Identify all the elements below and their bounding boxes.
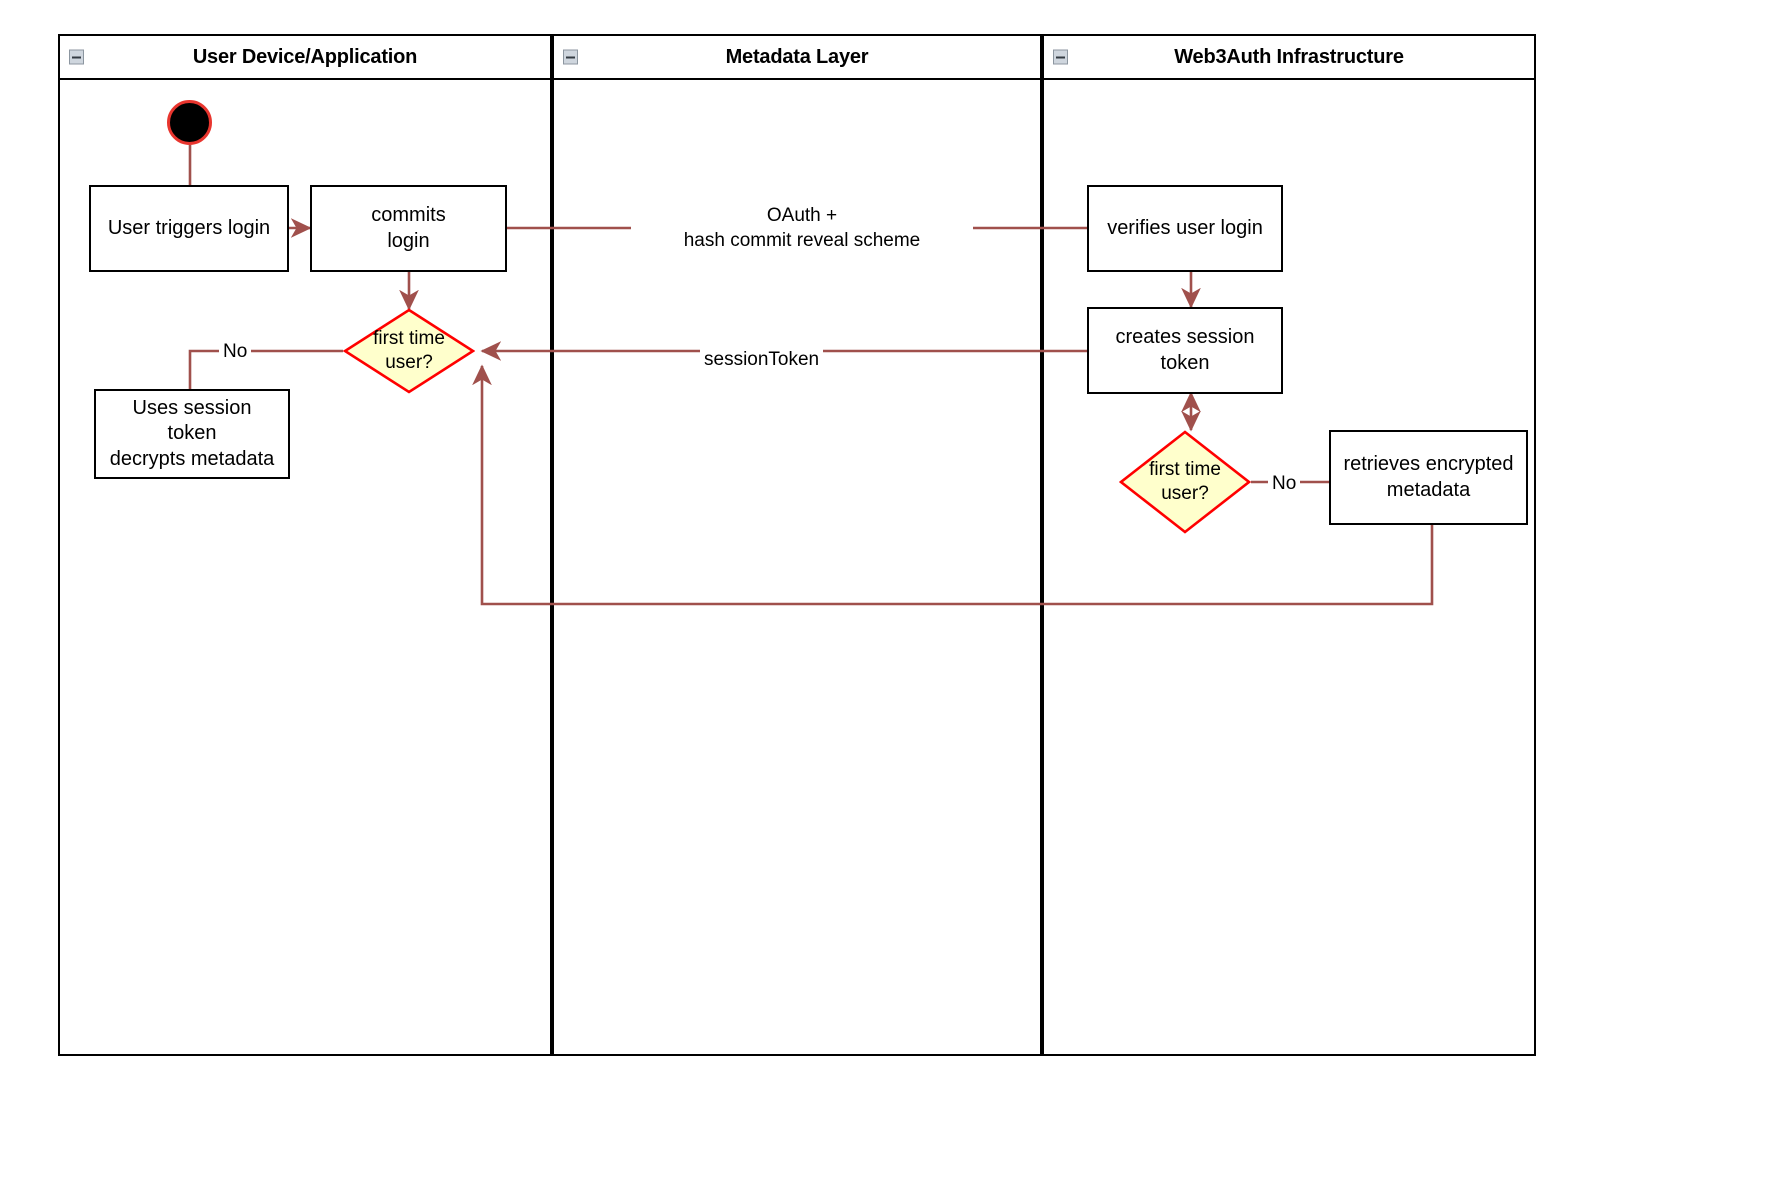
swimlane-header-metadata-layer[interactable]: Metadata Layer bbox=[552, 34, 1042, 80]
edge-label-line-2: hash commit reveal scheme bbox=[683, 229, 921, 251]
collapse-minus-square-icon[interactable] bbox=[1053, 49, 1068, 65]
action-label: verifies user login bbox=[1107, 216, 1263, 239]
action-uses-session-token[interactable]: Uses session token decrypts metadata bbox=[94, 389, 290, 479]
action-label-line-1: retrieves encrypted bbox=[1343, 452, 1514, 475]
action-label-line-2: token bbox=[167, 422, 217, 445]
decision-first-time-user-right[interactable]: first time user? bbox=[1119, 430, 1251, 534]
edge-label-no-left: No bbox=[219, 340, 252, 365]
edge-label-line-1: OAuth + bbox=[766, 205, 838, 226]
action-label-line-1: commits bbox=[371, 203, 446, 226]
swimlane-metadata-layer[interactable] bbox=[552, 34, 1042, 1056]
swimlane-title-metadata-layer: Metadata Layer bbox=[725, 45, 869, 68]
collapse-minus-square-icon[interactable] bbox=[563, 49, 578, 65]
action-commits-login[interactable]: commits login bbox=[310, 185, 507, 272]
swimlane-header-web3auth[interactable]: Web3Auth Infrastructure bbox=[1042, 34, 1536, 80]
action-label-line-1: creates session bbox=[1115, 325, 1255, 348]
edge-label-text: No bbox=[223, 341, 248, 362]
action-label-line-2: token bbox=[1160, 351, 1210, 374]
action-retrieves-encrypted-metadata[interactable]: retrieves encrypted metadata bbox=[1329, 430, 1528, 525]
swimlane-header-user-device[interactable]: User Device/Application bbox=[58, 34, 552, 80]
edge-label-session-token: sessionToken bbox=[700, 348, 824, 373]
action-creates-session-token[interactable]: creates session token bbox=[1087, 307, 1283, 394]
action-label-line-2: metadata bbox=[1386, 478, 1471, 501]
collapse-minus-square-icon[interactable] bbox=[69, 49, 84, 65]
action-label-line-1: Uses session bbox=[132, 396, 252, 419]
edge-label-no-right: No bbox=[1268, 472, 1301, 497]
edge-label-oauth: OAuth + hash commit reveal scheme bbox=[631, 204, 973, 254]
decision-first-time-user-left[interactable]: first time user? bbox=[343, 308, 475, 394]
action-label-line-2: login bbox=[387, 229, 430, 252]
edge-label-text: No bbox=[1272, 473, 1297, 494]
action-label: User triggers login bbox=[107, 216, 271, 239]
action-user-triggers-login[interactable]: User triggers login bbox=[89, 185, 289, 272]
initial-node-start[interactable] bbox=[167, 100, 212, 145]
swimlane-title-user-device: User Device/Application bbox=[192, 45, 418, 68]
edge-label-text: sessionToken bbox=[704, 349, 820, 370]
action-label-line-3: decrypts metadata bbox=[109, 447, 275, 470]
swimlane-title-web3auth: Web3Auth Infrastructure bbox=[1174, 45, 1404, 68]
action-verifies-user-login[interactable]: verifies user login bbox=[1087, 185, 1283, 272]
